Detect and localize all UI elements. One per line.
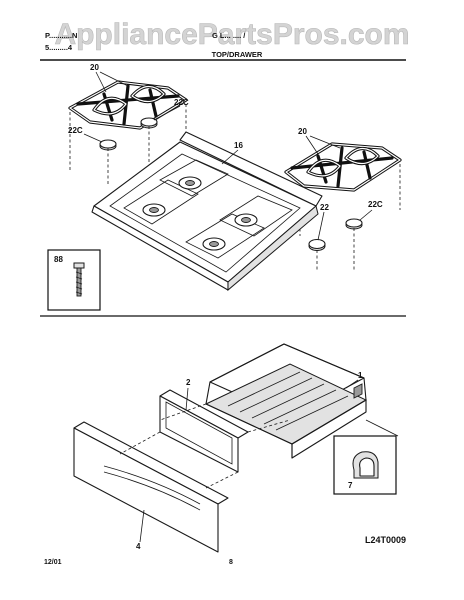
callout-cap-left-upper: 22C — [174, 98, 189, 107]
leader-lines-top — [83, 71, 373, 241]
callout-drawer-side: 2 — [186, 378, 191, 387]
leader-drawer — [345, 379, 359, 389]
section-title: TOP/DRAWER — [212, 50, 263, 59]
header-publication: G L... .... / — [212, 31, 246, 40]
callout-cap-right: 22C — [368, 200, 383, 209]
callout-screw: 88 — [54, 255, 63, 264]
callout-cooktop: 16 — [234, 141, 243, 150]
leader-drawer-front — [139, 509, 145, 543]
callout-drawer-front: 4 — [136, 542, 141, 551]
alignment-lines-drawer — [119, 403, 291, 489]
glide-inset — [333, 419, 399, 495]
callout-glide: 7 — [348, 481, 353, 490]
grate-right — [284, 142, 402, 192]
grate-left — [68, 80, 188, 130]
callout-grate-left: 20 — [90, 63, 99, 72]
watermark: AppliancePartsPros.com — [54, 18, 409, 51]
cooktop — [91, 131, 323, 292]
page-number: 8 — [229, 559, 233, 566]
callout-head-right: 22 — [320, 203, 329, 212]
drawer-body — [204, 343, 368, 459]
leader-drawer-side — [185, 387, 189, 411]
burner-cap-right — [345, 218, 363, 230]
callout-drawer: 1 — [358, 371, 363, 380]
callout-cap-left-lower: 22C — [68, 126, 83, 135]
callout-grate-right: 20 — [298, 127, 307, 136]
diagram-id: L24T0009 — [365, 535, 406, 545]
header-model-line: P...........N — [45, 31, 77, 40]
screw-inset — [47, 249, 101, 311]
footer-date: 12/01 — [44, 559, 62, 566]
burner-head-right — [308, 238, 326, 251]
header-number-line: 5.........4 — [45, 43, 73, 52]
drawer-front-panel — [73, 421, 229, 553]
